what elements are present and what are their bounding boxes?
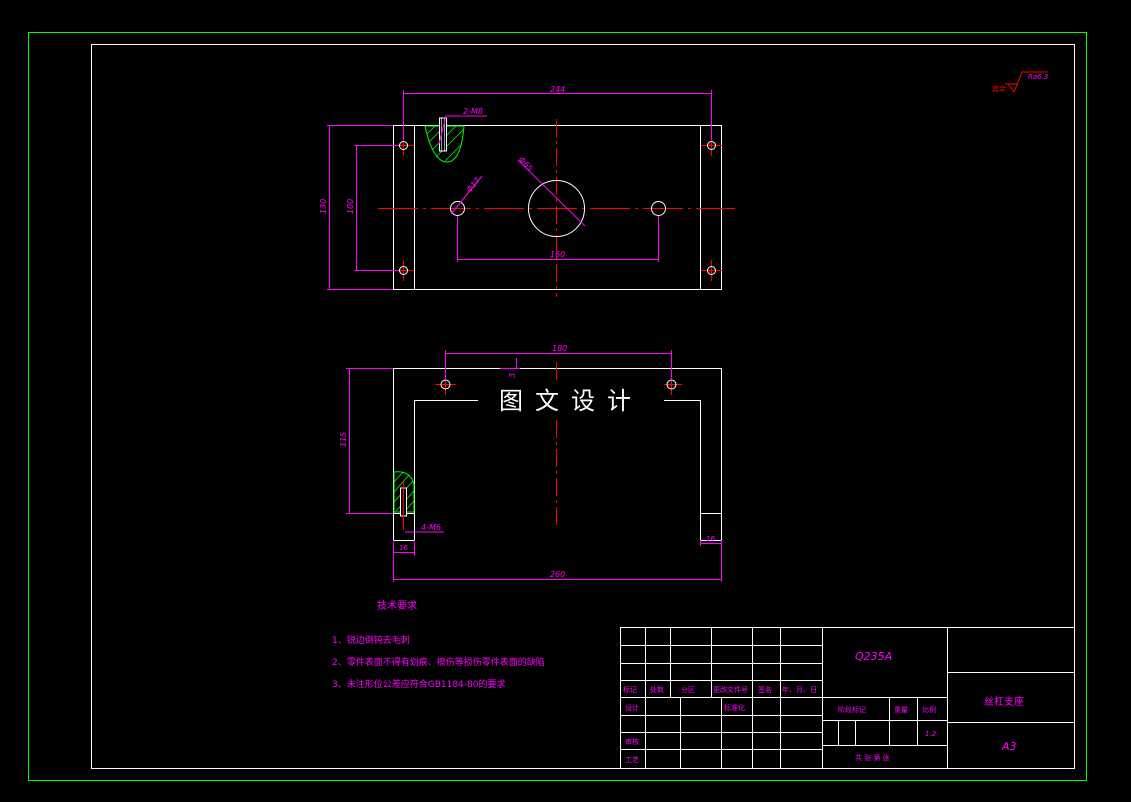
watermark: 图文设计	[478, 384, 664, 418]
sheet-size: A3	[1001, 740, 1017, 753]
title-block	[620, 627, 1075, 769]
dim-front-wall-right: 16	[706, 535, 715, 543]
lbl-scale: 比例	[922, 705, 936, 714]
tech-item-2: 2、零件表面不得有划痕、擦伤等损伤零件表面的缺陷	[332, 656, 545, 668]
dim-front-offset: 3	[508, 373, 517, 378]
front-view: 180 3 115 260 16 16 4-M6	[339, 344, 722, 582]
dim-top-hole-spacing: 160	[550, 250, 565, 259]
lbl-designer: 设计	[625, 703, 639, 712]
hdr-zone: 分区	[681, 685, 695, 694]
title-block-text: Q235A 丝杠支座 A3 1:2 标记 处数 分区 更改文件号 签名 年、月、…	[623, 650, 1024, 764]
thread-callout-top: 2-M8	[463, 107, 483, 116]
lbl-standardization: 标准化	[724, 703, 745, 712]
front-view-outline	[393, 368, 722, 541]
tech-item-3: 3、未注形位公差应符合GB1184-80的要求	[332, 678, 505, 690]
small-hole-left	[450, 201, 465, 216]
dim-top-width: 244	[550, 85, 565, 94]
lbl-sheets: 共 张 第 张	[855, 753, 890, 762]
dim-front-hole-spacing: 180	[552, 344, 567, 353]
lbl-process: 工艺	[625, 756, 639, 764]
center-hole-dia: Φ65	[517, 155, 535, 173]
dim-top-height-outer: 130	[319, 199, 328, 214]
dim-front-wall-left: 16	[399, 544, 408, 552]
lbl-stage-mark: 阶段标记	[838, 705, 866, 714]
hdr-change-doc: 更改文件号	[713, 685, 748, 694]
roughness-label: 其余	[992, 84, 1006, 93]
hatch-top	[424, 125, 465, 163]
scale-value: 1:2	[925, 730, 937, 738]
outer-frame	[28, 32, 1087, 781]
hdr-date: 年、月、日	[782, 685, 817, 694]
dim-front-total-width: 260	[550, 570, 565, 579]
dim-front-height: 115	[339, 432, 348, 447]
part-name: 丝杠支座	[984, 695, 1024, 708]
top-view: 244 130 100 160 2-M8 Φ17 Φ65	[319, 85, 735, 297]
tech-title: 技术要求	[377, 599, 417, 612]
lbl-weight: 重量	[894, 706, 908, 714]
hdr-count: 处数	[650, 685, 664, 694]
inner-frame	[91, 44, 1075, 769]
hdr-sign: 签名	[758, 685, 772, 694]
lbl-reviewer: 审核	[625, 737, 639, 746]
hdr-mark: 标记	[623, 685, 637, 694]
top-view-outline	[393, 125, 722, 290]
roughness-symbol: 其余 Ra6.3	[992, 71, 1048, 94]
tech-requirements: 技术要求 1、锐边倒钝去毛刺 2、零件表面不得有划痕、擦伤等损伤零件表面的缺陷 …	[332, 599, 545, 690]
center-hole	[528, 180, 585, 237]
hatch-front	[393, 471, 415, 513]
thread-callout-front: 4-M6	[421, 523, 441, 532]
tech-item-1: 1、锐边倒钝去毛刺	[332, 634, 410, 646]
small-hole-right	[651, 201, 666, 216]
dim-top-height-inner: 100	[346, 199, 355, 214]
material: Q235A	[855, 650, 892, 663]
roughness-value: Ra6.3	[1028, 73, 1048, 81]
